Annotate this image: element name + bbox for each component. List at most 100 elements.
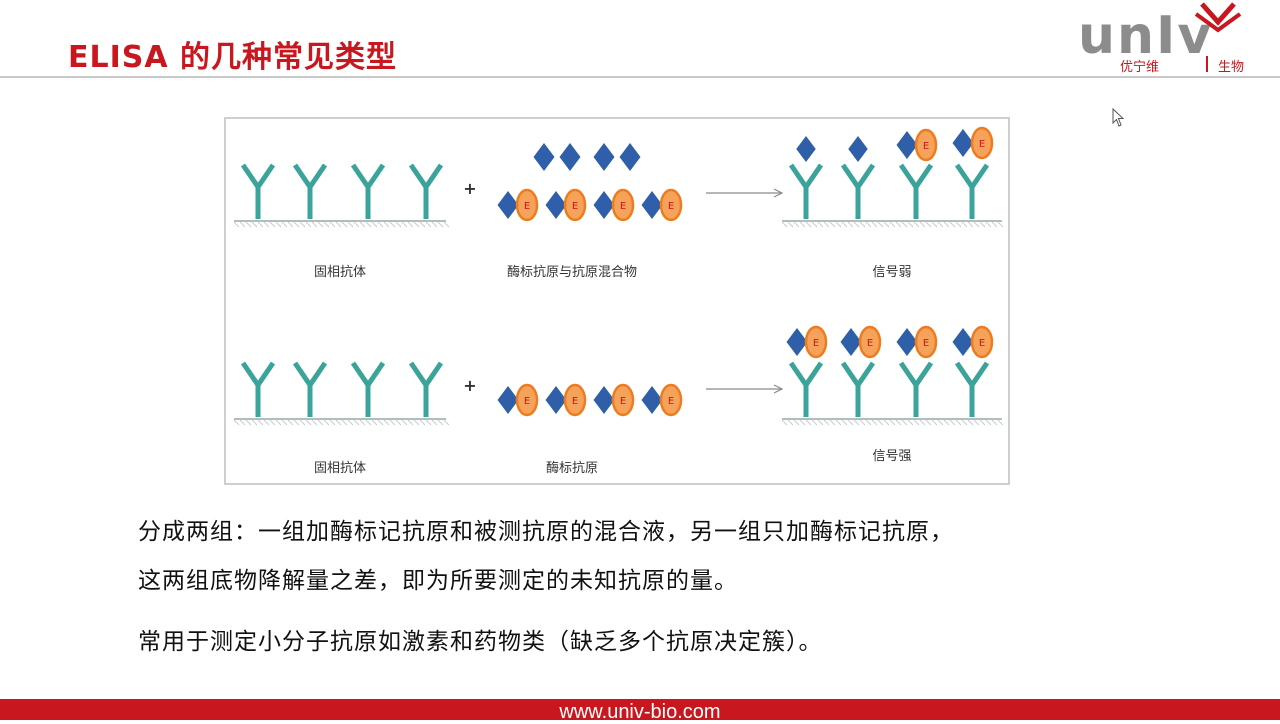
bottom-right-surface-hatch xyxy=(781,419,788,426)
top-right-surface-hatch xyxy=(997,221,1004,228)
top-left-surface-hatch xyxy=(341,221,348,228)
top-left-surface-hatch xyxy=(323,221,330,228)
bottom-left-surface-hatch xyxy=(389,419,396,426)
bottom-bound-conjugate-1-enzyme-mark: E xyxy=(813,338,819,349)
top-right-surface-hatch xyxy=(799,221,806,228)
top-right-surface-hatch xyxy=(979,221,986,228)
top-right-surface-hatch xyxy=(847,221,854,228)
bottom-left-surface-hatch xyxy=(437,419,444,426)
top-conjugate-2-enzyme-mark: E xyxy=(572,201,578,212)
bottom-bound-conjugate-3-antigen xyxy=(896,328,918,356)
top-bound-conjugate-1-enzyme xyxy=(914,128,938,162)
bottom-left-surface-hatch xyxy=(275,419,282,426)
bottom-right-surface-hatch xyxy=(895,419,902,426)
top-left-surface-hatch xyxy=(413,221,420,228)
bottom-left-surface-hatch xyxy=(281,419,288,426)
top-right-surface-hatch xyxy=(943,221,950,228)
top-left-surface-hatch xyxy=(329,221,336,228)
bottom-right-surface-hatch xyxy=(961,419,968,426)
bottom-right-surface-hatch xyxy=(787,419,794,426)
bottom-right-surface-hatch xyxy=(835,419,842,426)
top-right-antibody-3 xyxy=(898,163,934,219)
bottom-conjugate-4-antigen xyxy=(641,386,663,414)
bottom-right-surface-hatch xyxy=(889,419,896,426)
bottom-left-surface-hatch xyxy=(365,419,372,426)
bottom-left-surface-hatch xyxy=(443,419,450,426)
bottom-left-surface-hatch xyxy=(305,419,312,426)
bottom-conjugate-2-antigen xyxy=(545,386,567,414)
bottom-plus-sign: + xyxy=(463,376,477,395)
bottom-left-surface-hatch xyxy=(233,419,240,426)
top-conjugate-1-enzyme xyxy=(515,188,539,222)
top-bound-antigen-1 xyxy=(796,136,816,162)
top-left-surface-hatch xyxy=(281,221,288,228)
top-left-surface-hatch xyxy=(425,221,432,228)
bottom-right-surface-hatch xyxy=(877,419,884,426)
top-left-surface-hatch xyxy=(389,221,396,228)
top-right-surface-hatch xyxy=(913,221,920,228)
bottom-right-surface-hatch xyxy=(979,419,986,426)
top-left-surface-hatch xyxy=(353,221,360,228)
bottom-right-surface-hatch xyxy=(901,419,908,426)
bottom-right-antibody-1 xyxy=(788,361,824,417)
top-conjugate-3-enzyme xyxy=(611,188,635,222)
bottom-right-surface-hatch xyxy=(823,419,830,426)
footer-bar xyxy=(0,699,1280,720)
bottom-bound-conjugate-4-antigen xyxy=(952,328,974,356)
top-left-surface-hatch xyxy=(347,221,354,228)
bottom-bound-conjugate-2-enzyme xyxy=(858,325,882,359)
top-free-antigen-4 xyxy=(619,143,641,171)
top-conjugate-3-antigen xyxy=(593,191,615,219)
bottom-left-surface-hatch xyxy=(293,419,300,426)
top-conjugate-3-enzyme-mark: E xyxy=(620,201,626,212)
bottom-right-surface-hatch xyxy=(865,419,872,426)
top-left-surface-hatch xyxy=(371,221,378,228)
bottom-bound-conjugate-4-enzyme-mark: E xyxy=(979,338,985,349)
logo-emblem-icon xyxy=(1194,2,1242,33)
bottom-middle-label: 酶标抗原 xyxy=(545,461,598,476)
bottom-conjugate-2-enzyme-mark: E xyxy=(572,396,578,407)
bottom-right-surface-hatch xyxy=(853,419,860,426)
top-plus-sign: + xyxy=(463,179,477,198)
bottom-left-antibody-3 xyxy=(350,361,386,417)
bottom-left-surface-hatch xyxy=(353,419,360,426)
top-left-surface-hatch xyxy=(269,221,276,228)
bottom-left-surface-hatch xyxy=(239,419,246,426)
top-right-surface-hatch xyxy=(967,221,974,228)
bottom-conjugate-1-enzyme xyxy=(515,383,539,417)
bottom-conjugate-3-enzyme-mark: E xyxy=(620,396,626,407)
bottom-arrow-head xyxy=(773,384,784,394)
body-line-3: 常用于测定小分子抗原如激素和药物类（缺乏多个抗原决定簇）。 xyxy=(138,629,823,655)
bottom-right-surface-hatch xyxy=(883,419,890,426)
top-left-surface-hatch xyxy=(383,221,390,228)
top-right-surface-hatch xyxy=(817,221,824,228)
top-right-surface-hatch xyxy=(907,221,914,228)
bottom-left-antibody-2 xyxy=(292,361,328,417)
bottom-left-surface-hatch xyxy=(347,419,354,426)
body-line-2: 这两组底物降解量之差，即为所要测定的未知抗原的量。 xyxy=(138,568,738,594)
top-free-antigen-1 xyxy=(533,143,555,171)
top-left-surface-hatch xyxy=(335,221,342,228)
top-right-surface-hatch xyxy=(853,221,860,228)
bottom-left-surface-hatch xyxy=(329,419,336,426)
top-right-surface-hatch xyxy=(793,221,800,228)
logo-subtitle-left: 优宁维 xyxy=(1120,60,1160,75)
top-right-surface-hatch xyxy=(859,221,866,228)
top-right-surface-hatch xyxy=(973,221,980,228)
bottom-conjugate-3-enzyme xyxy=(611,383,635,417)
top-middle-label: 酶标抗原与抗原混合物 xyxy=(506,265,637,280)
top-bound-antigen-2 xyxy=(848,136,868,162)
bottom-right-surface-hatch xyxy=(919,419,926,426)
top-left-surface-hatch xyxy=(233,221,240,228)
top-left-surface-hatch xyxy=(251,221,258,228)
bottom-right-surface-hatch xyxy=(973,419,980,426)
top-right-surface-hatch xyxy=(991,221,998,228)
slide-title: ELISA 的几种常见类型 xyxy=(68,40,398,75)
mouse-cursor-icon xyxy=(1112,108,1125,127)
top-conjugate-1-antigen xyxy=(497,191,519,219)
top-bound-conjugate-1-antigen xyxy=(896,131,918,159)
top-left-surface-hatch xyxy=(359,221,366,228)
bottom-left-surface-hatch xyxy=(245,419,252,426)
bottom-right-surface-hatch xyxy=(949,419,956,426)
